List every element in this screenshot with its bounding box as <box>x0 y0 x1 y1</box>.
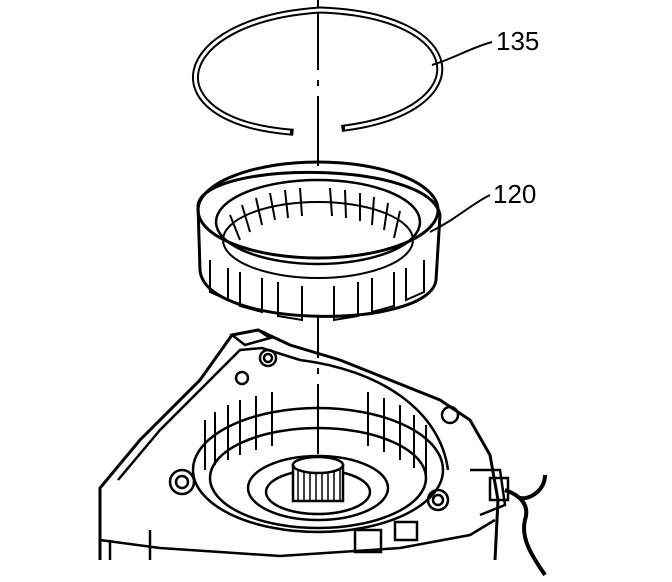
leader-line-135 <box>431 41 493 66</box>
case-splines <box>204 392 427 475</box>
snap-ring <box>191 6 444 136</box>
shaft-splines <box>297 470 341 502</box>
transmission-case <box>98 328 547 577</box>
outer-lugs <box>209 260 425 322</box>
callout-120: 120 <box>493 179 536 209</box>
callout-135: 135 <box>496 26 539 56</box>
internal-teeth <box>229 187 401 241</box>
ring-gear <box>196 160 442 322</box>
leader-line-120 <box>429 194 491 233</box>
hose-line <box>504 488 547 577</box>
